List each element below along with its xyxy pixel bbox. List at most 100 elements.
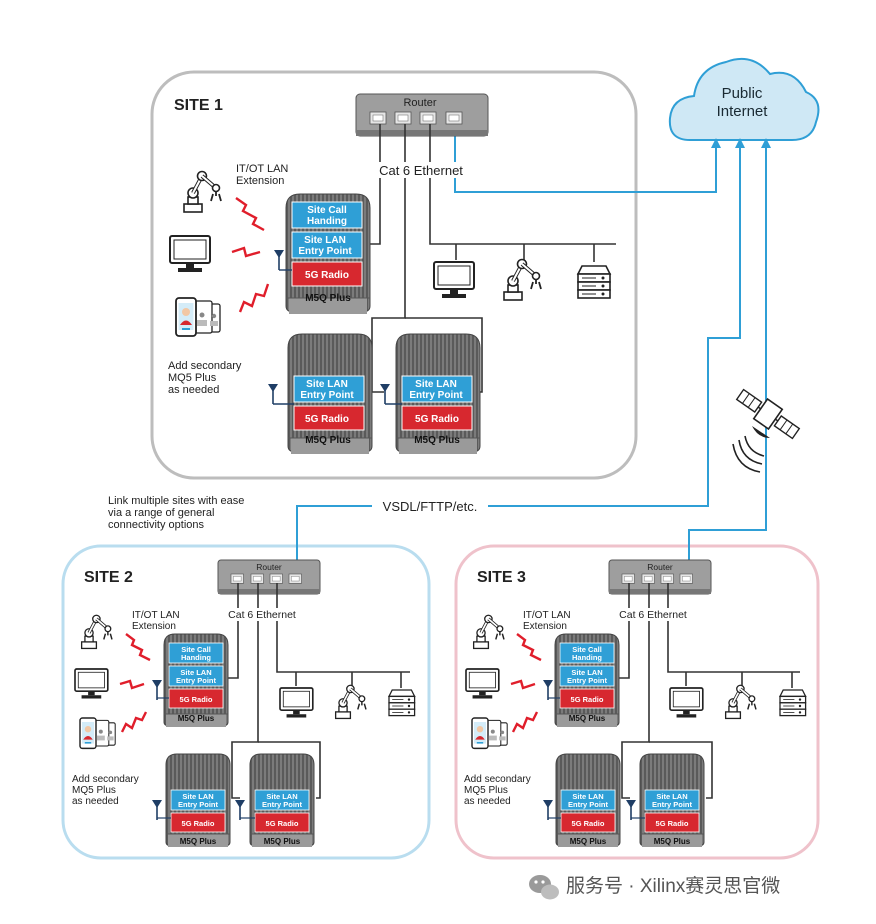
site-3-add-secondary-line3: as needed [464, 796, 511, 807]
site-3-lan-ext-line2: Extension [523, 621, 567, 632]
site-3-site-call-line2: Handing [572, 653, 602, 662]
site-2-secondary-device-a: Site LAN Entry Point 5G Radio M5Q Plus [165, 753, 231, 848]
site-3-site-lan-line2: Entry Point [567, 676, 608, 685]
site-1-router: Router [355, 93, 489, 137]
site-2-primary-device: Site Call Handing Site LAN Entry Point 5… [163, 633, 229, 728]
site-3-primary-device: Site Call Handing Site LAN Entry Point 5… [554, 633, 620, 728]
site-1-add-secondary-line1: Add secondary [168, 360, 242, 372]
link-note-line1: Link multiple sites with ease [108, 495, 244, 507]
site-1-secondary-device-b: Site LAN Entry Point 5G Radio M5Q Plus [395, 333, 481, 455]
site-1-boundary [150, 70, 638, 480]
site-3-sec-b-radio: 5G Radio [656, 819, 689, 828]
site-1-sec-a-lan-line2: Entry Point [300, 390, 354, 401]
site-3-signal-waves [510, 633, 542, 733]
site-2-sec-a-radio: 5G Radio [182, 819, 215, 828]
site-2-secondary-device-b: Site LAN Entry Point 5G Radio M5Q Plus [249, 753, 315, 848]
vsdl-link-label: VSDL/FTTP/etc. [383, 499, 478, 514]
site-1-wireless-monitor-icon [169, 235, 211, 273]
site-2-sec-b-radio: 5G Radio [266, 819, 299, 828]
site-3-add-secondary-line2: MQ5 Plus [464, 785, 508, 796]
site-1-site-lan-line2: Entry Point [298, 246, 352, 257]
site-1-lan-ext-line1: IT/OT LAN [236, 163, 288, 175]
site-1-site-call-line1: Site Call [307, 205, 347, 216]
site-3-ethernet-label: Cat 6 Ethernet [619, 609, 687, 621]
satellite-icon [732, 388, 801, 473]
site-2-monitor-icon [279, 687, 314, 719]
site-2-phone-icon [79, 717, 116, 750]
site-3-sec-b-antenna-icon [625, 799, 637, 821]
site-2-wireless-monitor-icon [74, 668, 109, 700]
site-1-title: SITE 1 [174, 97, 223, 114]
site-1-sec-b-lan-line2: Entry Point [409, 390, 463, 401]
site-1-sec-b-antenna-icon [379, 383, 391, 405]
site-1-server-icon [577, 265, 611, 299]
site-3-sec-b-lan-line2: Entry Point [652, 800, 693, 809]
site-2-add-secondary-line2: MQ5 Plus [72, 785, 116, 796]
site-3-lan-ext-line1: IT/OT LAN [523, 610, 571, 621]
wechat-icon [529, 875, 559, 900]
site-1-sec-a-radio: 5G Radio [305, 414, 349, 425]
site-1-phone-icon [175, 297, 221, 337]
site-3-sec-b-name: M5Q Plus [654, 837, 691, 846]
site-2-boundary [61, 544, 431, 860]
site-2-add-secondary-line3: as needed [72, 796, 119, 807]
site-2-sec-a-lan-line1: Site LAN [182, 792, 213, 801]
site-1-router-label: Router [403, 97, 436, 109]
site-3-boundary [454, 544, 820, 860]
site-1-sec-b-name: M5Q Plus [414, 435, 460, 446]
site-2-sec-a-name: M5Q Plus [180, 837, 217, 846]
site-2-ethernet-label: Cat 6 Ethernet [228, 609, 296, 621]
site-2-site-call-line1: Site Call [181, 645, 211, 654]
link-note-line2: via a range of general [108, 507, 214, 519]
site-1-sec-a-lan-line1: Site LAN [306, 379, 348, 390]
link-note: Link multiple sites with ease via a rang… [108, 495, 244, 531]
site-1-sec-b-lan-line1: Site LAN [415, 379, 457, 390]
site-2-radio-label: 5G Radio [180, 695, 213, 704]
site-3-site-lan-line1: Site LAN [571, 668, 602, 677]
site-3-router-label: Router [647, 562, 673, 572]
site-3-antenna-icon [542, 679, 554, 701]
site-2-lan-ext-line2: Extension [132, 621, 176, 632]
site-1-radio-label: 5G Radio [305, 270, 349, 281]
site-3-sec-a-lan-line2: Entry Point [568, 800, 609, 809]
site-1-add-secondary-line3: as needed [168, 384, 219, 396]
site-3-device-name: M5Q Plus [569, 714, 606, 723]
site-2-sec-b-name: M5Q Plus [264, 837, 301, 846]
cloud-label-line1: Public [722, 85, 763, 102]
site-2-sec-b-lan-line2: Entry Point [262, 800, 303, 809]
site-2-signal-waves [119, 633, 151, 733]
site-2-title: SITE 2 [84, 569, 133, 586]
link-note-line3: connectivity options [108, 519, 204, 531]
site-2-site-lan-line2: Entry Point [176, 676, 217, 685]
site-1-site-lan-line1: Site LAN [304, 235, 346, 246]
site-2-sec-a-antenna-icon [151, 799, 163, 821]
site-1-signal-waves [231, 197, 270, 313]
site-3-sec-b-lan-line1: Site LAN [656, 792, 687, 801]
site-1-robot-arm-icon [502, 257, 543, 302]
site-1-monitor-icon [433, 261, 475, 299]
site-1-sec-a-antenna-icon [267, 383, 279, 405]
site-2-robot-arm-icon [334, 683, 368, 721]
site-3-site-call-line1: Site Call [572, 645, 602, 654]
site-2-site-lan-line1: Site LAN [180, 668, 211, 677]
site-1-device-name: M5Q Plus [305, 293, 351, 304]
site-3-server-icon [779, 689, 807, 717]
site-1-primary-device: Site Call Handing Site LAN Entry Point 5… [285, 193, 371, 315]
site-3-secondary-device-a: Site LAN Entry Point 5G Radio M5Q Plus [555, 753, 621, 848]
cloud-label-line2: Internet [717, 103, 769, 120]
site-1-site-call-line2: Handing [307, 216, 347, 227]
site-2-site-call-line2: Handing [181, 653, 211, 662]
site-2-wireless-robot-icon [79, 613, 114, 651]
site-2-lan-ext-line1: IT/OT LAN [132, 610, 180, 621]
watermark-text: 服务号 · Xilinx赛灵思官微 [566, 875, 780, 897]
site-2-device-name: M5Q Plus [178, 714, 215, 723]
site-2-sec-b-antenna-icon [234, 799, 246, 821]
site-3-sec-a-antenna-icon [542, 799, 554, 821]
site-1-sec-a-name: M5Q Plus [305, 435, 351, 446]
site-1-wireless-robot-icon [182, 169, 223, 214]
site-3-add-secondary-line1: Add secondary [464, 774, 531, 785]
site-1-secondary-device-a: Site LAN Entry Point 5G Radio M5Q Plus [287, 333, 373, 455]
site-2-antenna-icon [151, 679, 163, 701]
site-1-sec-b-radio: 5G Radio [415, 414, 459, 425]
